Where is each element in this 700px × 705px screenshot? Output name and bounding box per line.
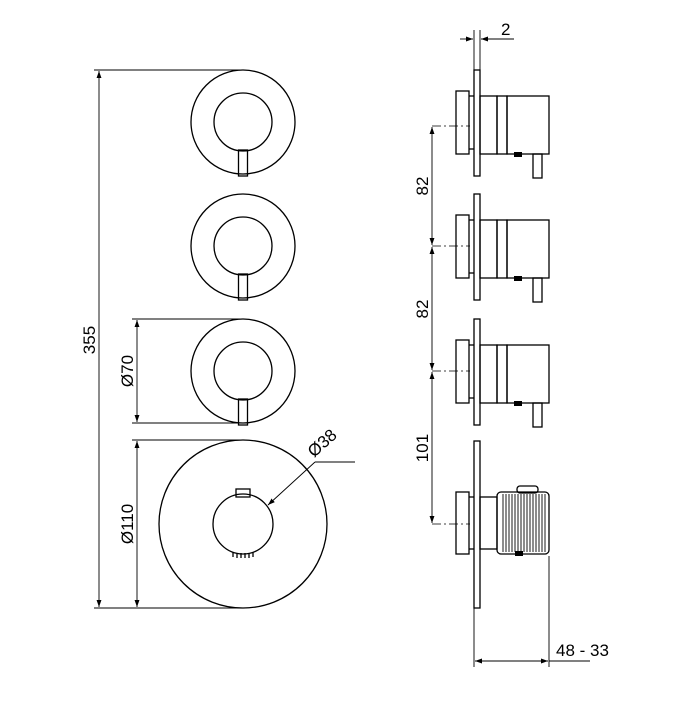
knob-grip-marks xyxy=(232,552,254,558)
plate-thickness-label: 2 xyxy=(501,20,510,39)
small-diameter-label: Ø70 xyxy=(118,355,137,387)
spacing-dimension-chain: 82 82 101 xyxy=(413,127,435,523)
small-diameter-dimension: Ø70 xyxy=(118,318,243,424)
thermostat-knob-ribs xyxy=(502,494,546,552)
large-diameter-label: Ø110 xyxy=(118,504,137,544)
side-valve-2 xyxy=(432,193,550,303)
knob-diameter-dimension: Ø38 xyxy=(267,425,355,506)
knob-diameter-label: Ø38 xyxy=(304,425,341,461)
side-valve-3 xyxy=(432,318,550,428)
overall-height-label: 355 xyxy=(80,326,99,354)
side-view: 2 xyxy=(413,20,609,667)
overall-height-dimension: 355 xyxy=(80,69,243,609)
large-diameter-dimension: Ø110 xyxy=(118,439,243,607)
front-view: 355 Ø70 xyxy=(80,69,355,609)
spacing-2-label: 82 xyxy=(413,300,432,319)
valve-plate-2 xyxy=(190,193,296,301)
valve-plate-1 xyxy=(190,69,296,177)
depth-range-label: 48 - 33 xyxy=(556,641,609,660)
valve-plate-3 xyxy=(190,318,296,426)
side-thermostat xyxy=(432,440,550,609)
side-valve-1 xyxy=(432,69,550,179)
spacing-1-label: 82 xyxy=(413,177,432,196)
depth-range-dimension: 48 - 33 xyxy=(473,556,609,667)
thermostat-plate xyxy=(158,439,328,609)
spacing-3-label: 101 xyxy=(413,434,432,462)
plate-thickness-dimension: 2 xyxy=(460,20,514,70)
